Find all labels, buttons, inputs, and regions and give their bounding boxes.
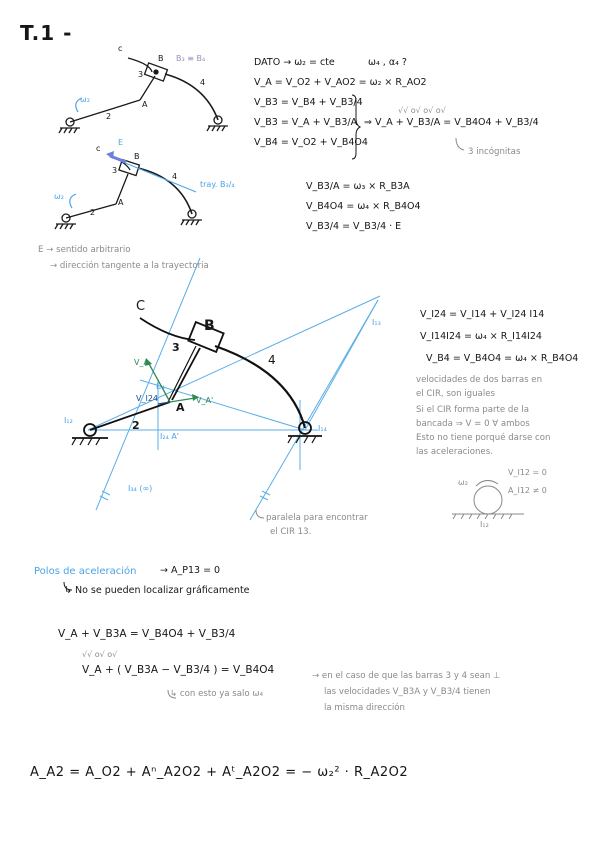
diag-label-i12: I₁₂ [64,416,73,425]
equation-brace [351,94,362,160]
mechanism-2-drawing [54,158,202,230]
diag-label-2: 2 [132,419,140,432]
right-note-line: velocidades de dos barras en [416,375,543,385]
eq-va: V_A = V_O2 + V_AO2 = ω₂ × R_AO2 [254,77,427,88]
main-diagram [71,257,381,521]
checks-bottom: √√ o√ o√ [82,650,118,659]
mech1-label-4: 4 [200,78,206,87]
diag-label-c: C [136,299,146,314]
mech1-label-a: A [142,100,148,109]
mech2-label-w2: ω₂ [54,192,64,201]
diag-label-va: V_A [134,358,149,367]
mech2-label-tray: tray. B₃/₄ [200,180,235,189]
mech2-label-e: E [118,138,124,147]
diag-label-3: 3 [172,341,180,354]
mech1-label-c: c [118,44,123,53]
incognitas-note: 3 incógnitas [468,147,521,157]
right-note-line: el CIR, son iguales [416,389,495,399]
mech2-label-2: 2 [90,208,96,217]
mech1-label-b3b4: B₃ ≡ B₄ [176,54,206,63]
mech2-label-b: B [134,152,140,161]
mech1-bar-3 [127,57,153,73]
wheel-label-v: V_I12 = 0 [508,468,547,477]
eq-bottom-1: V_A + V_B3A = V_B4O4 + V_B3/4 [58,628,236,640]
note-e: E → sentido arbitrario [38,245,131,255]
wheel-sketch [452,480,524,520]
diag-label-a: A [176,401,185,414]
parallel-note-2: el CIR 13. [270,527,312,537]
diag-label-i24-a: I₂₄ A' [160,432,179,441]
mech1-label-3: 3 [138,70,144,79]
mech2-tangent-line [117,159,197,193]
diag-label-vi24: V_I24 [136,394,159,403]
mech2-label-a: A [118,198,124,207]
mech1-omega-arrow [75,97,83,113]
parallel-note-1: paralela para encontrar [266,513,368,523]
eq-vi14i24: V_I14I24 = ω₄ × R_I14I24 [420,331,542,342]
mech2-label-3: 3 [112,166,118,175]
mech1-label-w2: ω₂ [80,95,90,104]
mech1-label-2: 2 [106,112,112,121]
note-perp-1: → en el caso de que las barras 3 y 4 sea… [312,671,501,681]
checks-top: √√ o√ o√ o√ [398,106,446,115]
poles-sub: ↳ No se pueden localizar gráficamente [64,585,250,596]
mechanism-1-drawing [58,57,228,134]
eq-vb4o4: V_B4O4 = ω₄ × R_B4O4 [306,201,421,212]
diag-label-i34: I₃₄ (∞) [128,484,153,493]
diag-label-i24: I₂₄ [156,382,165,391]
diag-label-i13: I₁₃ [372,318,381,327]
accel-equation: A_A2 = A_O2 + Aⁿ_A2O2 + Aᵗ_A2O2 = − ω₂² … [30,765,409,780]
note-perp-2: las velocidades V_B3A y V_B3/4 tienen [324,687,491,697]
note-direction: → dirección tangente a la trayectoria [50,261,209,271]
eq-vb4-right: V_B4 = V_B4O4 = ω₄ × R_B4O4 [426,353,579,364]
eq-bottom-2: V_A + ( V_B3A − V_B3/4 ) = V_B4O4 [82,664,275,676]
mech1-bar-2 [69,99,141,123]
mech1-label-b: B [158,54,164,63]
poles-eq: → A_P13 = 0 [160,565,221,576]
dato-line: DATO → ω₂ = cte [254,57,335,68]
mech2-label-c: c [96,144,101,153]
incog-hook [455,137,465,151]
note-perp-3: la misma dirección [324,703,406,713]
wheel-label-a: A_I12 ≠ 0 [508,486,547,495]
right-note-line: Esto no tiene porqué darse con [416,433,551,443]
right-note-line: bancada ⇒ V = 0 ∀ ambos [416,419,530,429]
mech1-bar-crank [139,75,156,101]
eq-combined: ⇒ V_A + V_B3/A = V_B4O4 + V_B3/4 [364,117,539,128]
wheel-label-w2: ω₂ [458,478,468,487]
diag-label-b: B [204,318,215,334]
diag-label-i14: I₁₄ [318,424,327,433]
eq-vb34: V_B3/4 = V_B3/4 · E [306,221,402,232]
mech1-bar-4 [164,73,219,121]
note-omega4: ↳ con esto ya salo ω₄ [170,689,264,699]
mech2-label-4: 4 [172,172,178,181]
eq-vb3-va: V_B3 = V_A + V_B3/A [254,117,358,128]
eq-vi24: V_I24 = V_I14 + V_I24 I14 [420,309,545,320]
eq-vb3a: V_B3/A = ω₃ × R_B3A [306,181,410,192]
eq-vb4: V_B4 = V_O2 + V_B4O4 [254,137,368,148]
diag-label-4: 4 [268,353,276,367]
diag-label-va2: V_A' [196,396,214,405]
poles-heading: Polos de aceleración [34,566,137,577]
mech2-omega-arrow [69,193,77,209]
right-note-line: las aceleraciones. [416,447,493,457]
wheel-label-i12: I₁₂ [480,520,489,529]
unknowns-line: ω₄ , α₄ ? [368,57,407,68]
page-title: T.1 - [20,21,73,45]
right-note-line: Si el CIR forma parte de la [416,405,530,415]
eq-vb3-vb4: V_B3 = V_B4 + V_B3/4 [254,97,363,108]
